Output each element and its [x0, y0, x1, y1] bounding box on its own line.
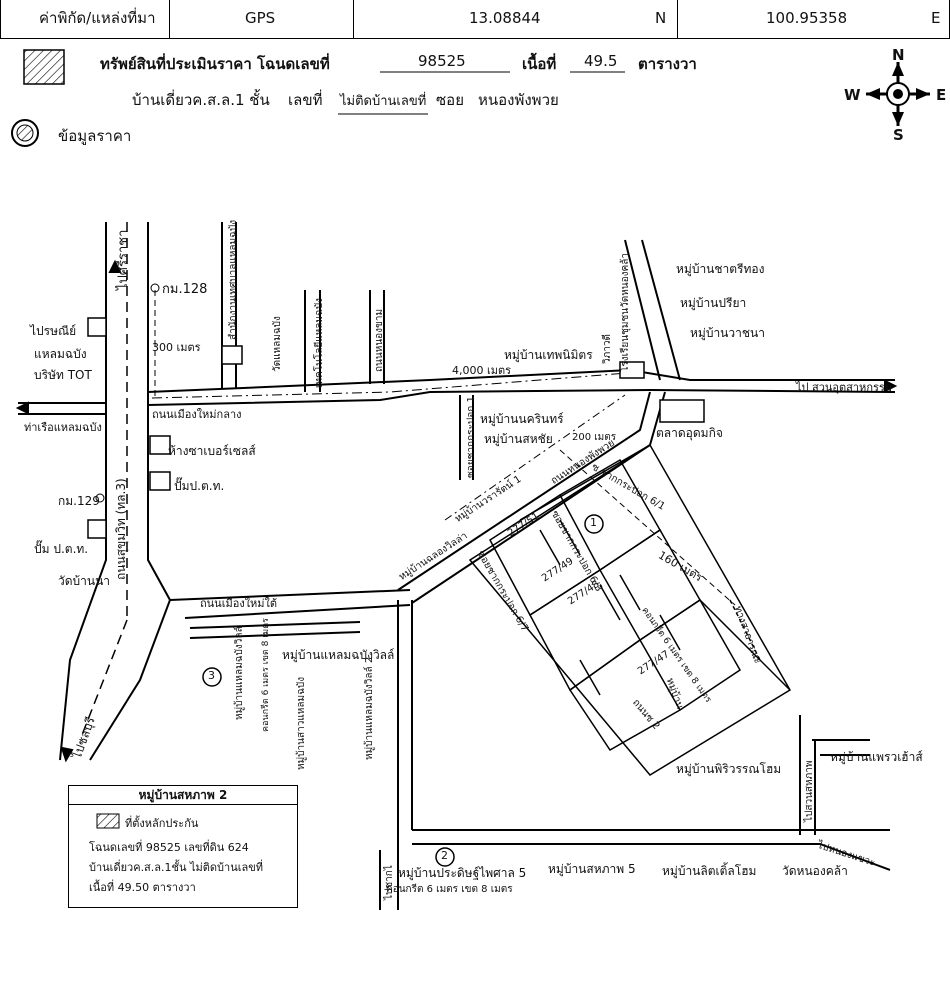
label-wat-nongkhla: วัดหนองคล้า: [782, 864, 848, 878]
label-ptt2: ปั๊ม ป.ต.ท.: [34, 542, 89, 556]
label-wat-laem: วัดแหลมฉบัง: [272, 316, 283, 372]
label-market: ตลาดอุดมกิจ: [656, 426, 723, 440]
label-mb-watchana: หมู่บ้านวาชนา: [690, 326, 765, 340]
legend-title: หมู่บ้านสหภาพ 2: [69, 786, 297, 805]
deed-number: 98525: [418, 52, 466, 70]
label-store: ห้างซาเบอร์เซลส์: [168, 444, 256, 458]
soi-label: ซอย: [436, 91, 464, 109]
label-mb-sahaphap5: หมู่บ้านสหภาพ 5: [548, 862, 636, 876]
coord-source: GPS: [245, 9, 276, 27]
label-to-sriracha: ไปศรีราชา: [116, 229, 131, 290]
area-label: เนื้อที่: [522, 55, 557, 73]
label-circle1: 1: [590, 516, 597, 529]
area-value: 49.5: [584, 52, 618, 70]
label-sukhumvit: ถนนสุขุมวิท (ทล.3): [114, 478, 128, 580]
label-tech-college: เทคโนโลยีแหลมฉบัง: [314, 297, 325, 388]
label-mb-sahachai: หมู่บ้านสหชัย: [484, 432, 553, 446]
label-road-sahaphat: ไปสวนสหภาพ: [804, 760, 815, 822]
soi-name: หนองพังพวย: [478, 91, 559, 109]
store-icon: [149, 435, 171, 455]
legend-line1: โฉนดเลขที่ 98525 เลขที่ดิน 624: [89, 841, 249, 854]
legend-line2: บ้านเดี่ยวค.ส.ล.1ชั้น ไม่ติดบ้านเลขที่: [89, 861, 264, 874]
property-label: ทรัพย์สินที่ประเมินราคา โฉนดเลขที่: [100, 55, 330, 73]
label-road-middle: ถนนเมืองใหม่กลาง: [152, 408, 242, 421]
area-unit: ตารางวา: [638, 55, 697, 73]
house-no: ไม่ติดบ้านเลขที่: [340, 94, 427, 109]
hatch-swatch-icon: [23, 49, 65, 85]
post-office-icon: [87, 317, 107, 337]
label-mb-piriwan: หมู่บ้านพิริวรรณโฮม: [676, 762, 782, 776]
label-mb-laem-villa-vert: หมู่บ้านแหลมฉบังวิลล์: [234, 626, 245, 720]
label-dist4000: 4,000 เมตร: [452, 364, 512, 377]
label-soi-1: ซอยชากกระปอก 1: [466, 396, 477, 478]
label-mb-chaokrithong: หมู่บ้านชาตรีทอง: [676, 262, 765, 276]
label-laem-chabang: แหลมฉบัง: [34, 347, 87, 361]
label-wat-bannayai: วัดบ้านนา: [58, 574, 111, 588]
price-label: ข้อมูลราคา: [58, 127, 132, 145]
ptt-station-icon: [149, 471, 171, 491]
house-no-label: เลขที่: [288, 91, 323, 109]
coordinate-header: ค่าพิกัด/แหล่งที่มา GPS 13.08844 N 100.9…: [0, 0, 950, 39]
school-icon: [619, 361, 645, 379]
compass-icon: [866, 62, 930, 126]
label-km128: กม.128: [162, 282, 208, 297]
label-mb-preeya: หมู่บ้านปรียา: [680, 296, 747, 310]
market-icon: [659, 399, 705, 423]
label-post-office: ไปรษณีย์: [30, 324, 77, 338]
longitude-value: 100.95358: [766, 9, 848, 27]
longitude-dir: E: [931, 9, 941, 27]
label-tot: บริษัท TOT: [34, 368, 92, 382]
label-mb-laem-villa2: หมู่บ้านแหลมฉบังวิลล์ 2: [364, 656, 375, 760]
label-school: โรงเรียนชุมชนวัดหนองคล้า: [620, 253, 631, 372]
label-wipatsi: วิภาวดี: [602, 334, 613, 364]
road-muang-mai-tai: [169, 589, 411, 619]
label-to-chaktrai: ไปชากไ: [384, 865, 395, 900]
label-concrete-bottom: คอนกรีต 6 เมตร เขต 8 เมตร: [386, 884, 513, 895]
subdivision-block: [468, 443, 792, 776]
label-mb-littlehome: หมู่บ้านลิตเติ้ลโฮม: [662, 864, 757, 878]
label-dist300: 300 เมตร: [152, 341, 201, 354]
label-to-sahaphat: ไป สวนอุตสาหกรรม: [796, 381, 893, 394]
compass-s: S: [893, 126, 904, 144]
legend-box: หมู่บ้านสหภาพ 2 ที่ตั้งหลักประกัน โฉนดเล…: [68, 785, 298, 908]
label-mb-phraew: หมู่บ้านแพรวเฮ้าส์: [830, 750, 923, 764]
label-municipal: สำนักงานเทศบาลแหลมฉบัง: [228, 219, 239, 340]
compass-n: N: [892, 46, 905, 64]
compass-w: W: [844, 86, 861, 104]
label-dist200: 200 เมตร: [572, 432, 617, 443]
label-mb-nakorn: หมู่บ้านนครินทร์: [480, 412, 564, 426]
label-road-south: ถนนเมืองใหม่ใต้: [200, 597, 278, 610]
latitude-value: 13.08844: [469, 9, 541, 27]
compass-e: E: [936, 86, 947, 104]
label-mb-laem-villa: หมู่บ้านแหลมฉบังวิลล์: [282, 648, 395, 662]
label-concrete-small: คอนกรีต 6 เมตร เขต 8 เมตร: [261, 618, 271, 732]
label-port: ท่าเรือแหลมฉบัง: [24, 421, 102, 434]
label-circle3: 3: [208, 669, 215, 682]
coord-label: ค่าพิกัด/แหล่งที่มา: [39, 9, 156, 27]
label-mb-sawan: หมู่บ้านสาวแหลมฉบัง: [296, 676, 307, 770]
house-type: บ้านเดี่ยวค.ส.ล.1 ชั้น: [132, 91, 270, 109]
label-circle2: 2: [441, 849, 448, 862]
label-mb-thepnimit: หมู่บ้านเทพนิมิตร: [504, 348, 593, 362]
legend-item: ที่ตั้งหลักประกัน: [125, 817, 199, 830]
latitude-dir: N: [655, 9, 667, 27]
label-mb-pradit: หมู่บ้านประดิษฐ์ไพศาล 5: [398, 866, 527, 880]
legend-line3: เนื้อที่ 49.50 ตารางวา: [89, 881, 196, 894]
municipal-office-icon: [221, 345, 243, 365]
label-road-nongkham: ถนนหนองขาม: [374, 308, 385, 372]
label-ptt1: ปั๊มป.ต.ท.: [174, 479, 225, 493]
label-km129: กม.129: [58, 494, 100, 508]
ptt-station2-icon: [87, 519, 107, 539]
